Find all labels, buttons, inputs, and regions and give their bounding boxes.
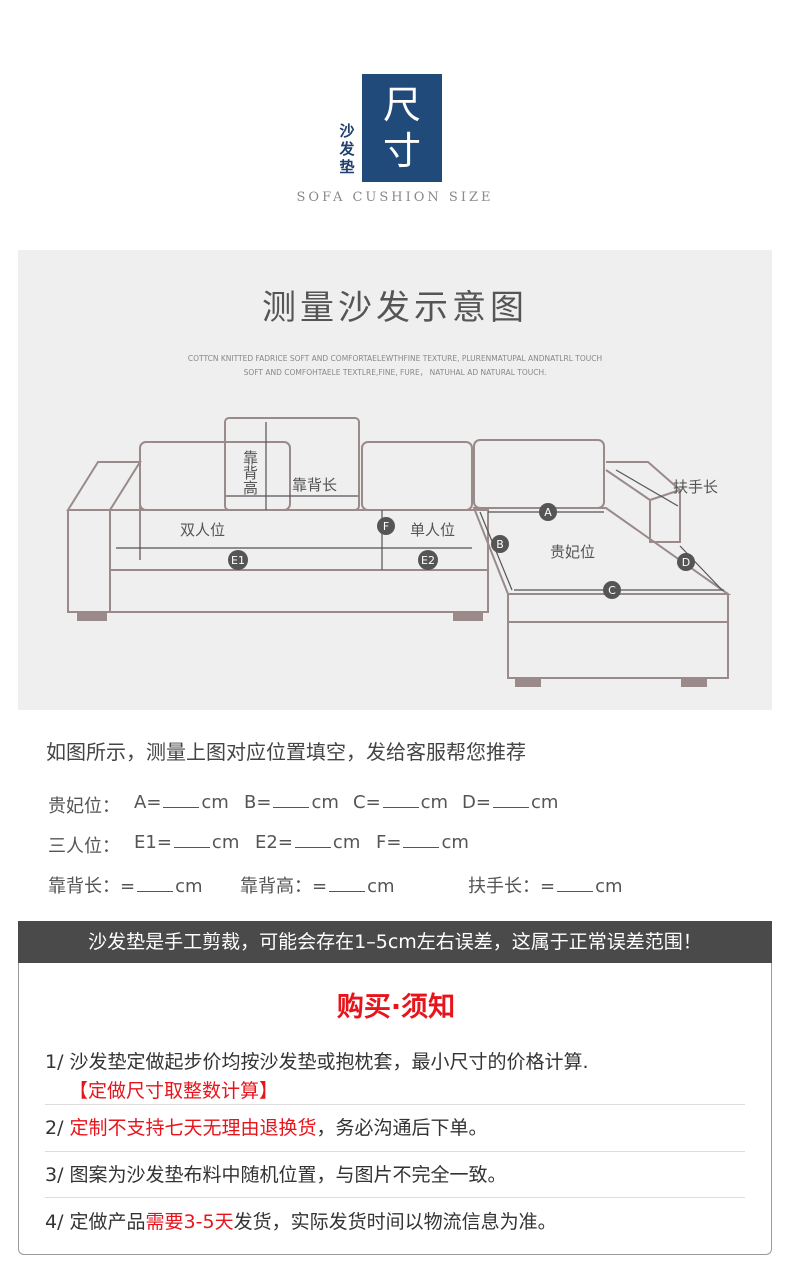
label-back-height: 靠背高 <box>241 450 259 495</box>
logo-box: 尺 寸 <box>362 74 442 182</box>
marker-F <box>377 517 395 535</box>
marker-D <box>677 553 695 571</box>
sofa-diagram-panel: 测量沙发示意图 COTTCN KNITTED FADRICE SOFT AND … <box>18 250 772 710</box>
brand-header: 沙发垫 尺 寸 SOFA CUSHION SIZE <box>0 70 790 210</box>
label-chaise: 贵妃位 <box>550 543 595 561</box>
marker-C-label: C <box>608 584 616 597</box>
logo-english-text: SOFA CUSHION SIZE <box>296 190 494 205</box>
sofa-illustration: A B C D E1 E2 F 靠背高 靠背长 双人位 单人位 贵妃位 扶手长 <box>66 417 732 687</box>
field-F[interactable]: F=cm <box>376 832 469 853</box>
marker-B <box>491 535 509 553</box>
field-E2[interactable]: E2=cm <box>255 832 361 853</box>
marker-E1 <box>228 550 248 570</box>
notice-item-3: 3/ 图案为沙发垫布料中随机位置，与图片不完全一致。 <box>45 1164 507 1186</box>
marker-B-label: B <box>496 538 504 551</box>
label-one-seat: 单人位 <box>410 521 455 539</box>
label-armrest-length: 扶手长 <box>673 478 718 496</box>
field-D[interactable]: D=cm <box>462 792 559 813</box>
marker-C <box>603 581 621 599</box>
diagram-subtitle-2: SOFT AND COMFOHTAELE TEXTLRE,FINE, FURE，… <box>243 368 547 377</box>
field-back-length[interactable]: 靠背长：=cm <box>48 876 203 897</box>
marker-E2 <box>418 550 438 570</box>
divider <box>45 1151 745 1152</box>
marker-A-label: A <box>544 506 552 519</box>
notice-item-4: 4/ 定做产品需要3-5天发货，实际发货时间以物流信息为准。 <box>45 1211 557 1233</box>
notice-title: 购买·须知 <box>336 992 456 1023</box>
marker-E1-label: E1 <box>231 554 245 567</box>
logo-char-1: 尺 <box>382 83 421 127</box>
field-back-height[interactable]: 靠背高：=cm <box>240 876 395 897</box>
notice-item-2: 2/ 定制不支持七天无理由退换货，务必沟通后下单。 <box>45 1117 488 1139</box>
diagram-subtitle-1: COTTCN KNITTED FADRICE SOFT AND COMFORTA… <box>187 354 603 363</box>
marker-D-label: D <box>682 556 690 569</box>
divider <box>45 1197 745 1198</box>
field-A[interactable]: A=cm <box>134 792 229 813</box>
logo-char-2: 寸 <box>382 129 421 173</box>
label-back-length: 靠背长 <box>292 476 337 494</box>
row-label: 三人位： <box>48 836 120 857</box>
marker-E2-label: E2 <box>421 554 435 567</box>
notice-item-1: 1/ 沙发垫定做起步价均按沙发垫或抱枕套，最小尺寸的价格计算. <box>45 1051 589 1073</box>
logo-side-text: 沙发垫 <box>339 122 355 176</box>
diagram-title: 测量沙发示意图 <box>262 288 528 328</box>
field-E1[interactable]: E1=cm <box>134 832 240 853</box>
marker-F-label: F <box>383 520 389 533</box>
field-armrest-length[interactable]: 扶手长：=cm <box>468 876 623 897</box>
label-two-seat: 双人位 <box>180 521 225 539</box>
tolerance-banner: 沙发垫是手工剪裁，可能会存在1–5cm左右误差，这属于正常误差范围！ <box>18 921 772 963</box>
notice-item-1-note: 【定做尺寸取整数计算】 <box>69 1080 279 1102</box>
divider <box>45 1104 745 1105</box>
measure-intro: 如图所示，测量上图对应位置填空，发给客服帮您推荐 <box>46 740 526 764</box>
marker-A <box>539 503 557 521</box>
row-label: 贵妃位： <box>48 796 120 817</box>
field-C[interactable]: C=cm <box>353 792 449 813</box>
purchase-notice: 购买·须知 1/ 沙发垫定做起步价均按沙发垫或抱枕套，最小尺寸的价格计算. 【定… <box>18 963 772 1255</box>
field-B[interactable]: B=cm <box>244 792 339 813</box>
